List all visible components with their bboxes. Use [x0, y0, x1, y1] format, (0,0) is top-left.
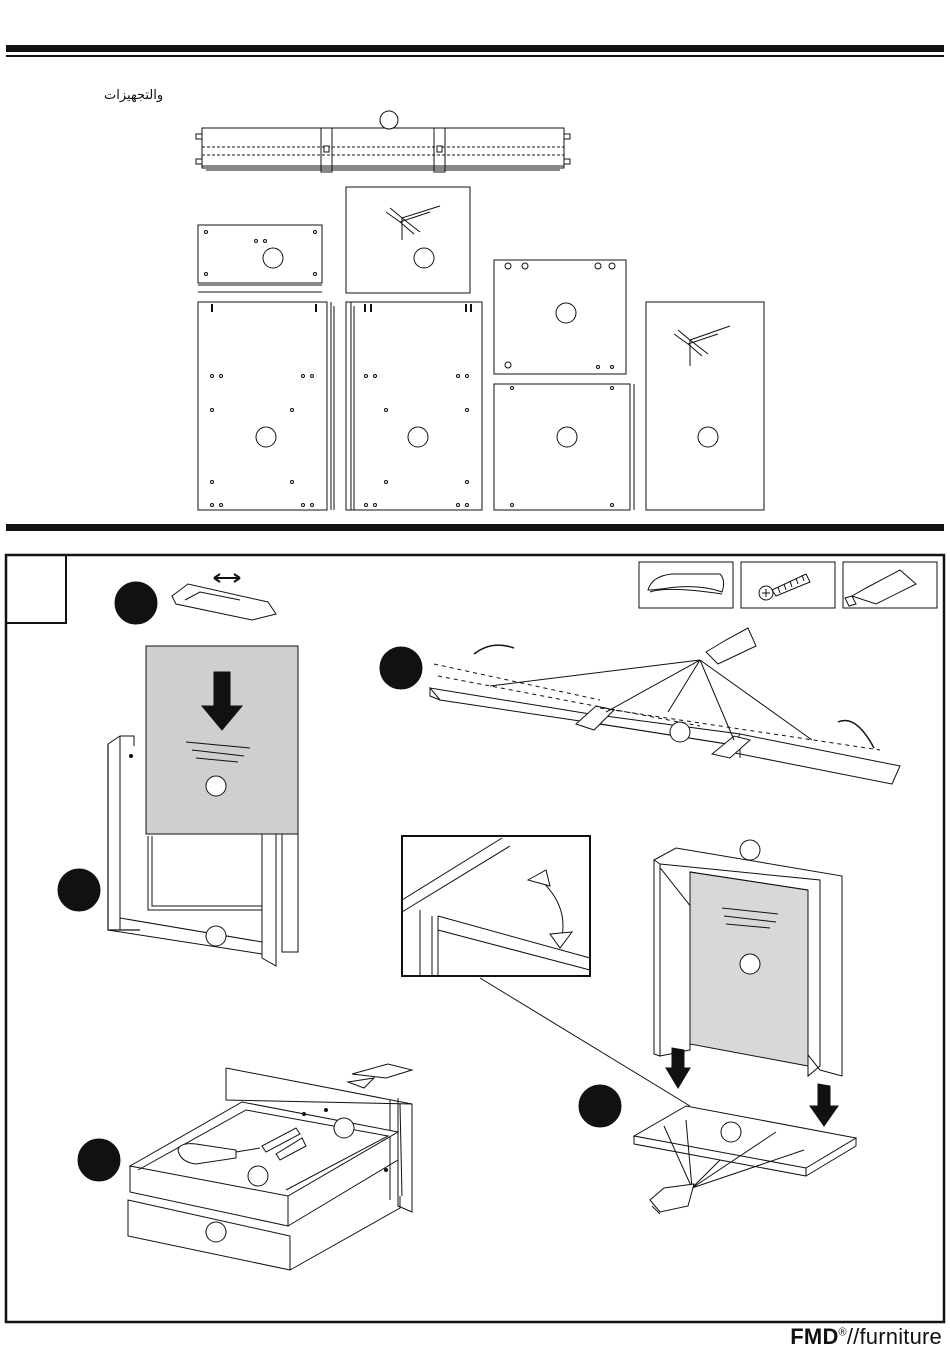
glue-tube-icon — [843, 562, 937, 608]
step-number-box — [6, 555, 66, 623]
part-bag-panel-1 — [346, 187, 470, 293]
section-rule-thick — [6, 524, 944, 531]
corner-detail-callout — [402, 836, 690, 1106]
part-side-mid — [346, 302, 482, 510]
part-bag-panel-2 — [646, 302, 764, 510]
part-small-panel — [198, 225, 322, 292]
parts-overview — [0, 0, 950, 520]
part-shelf-square — [494, 260, 626, 374]
assembly-step-panel — [0, 540, 950, 1340]
substep-slide-back-panel — [58, 574, 298, 966]
part-rail-long — [196, 111, 570, 172]
part-shelf-bottom — [494, 384, 634, 510]
brand-logo: FMD®//furniture — [790, 1324, 942, 1350]
substep-glue-rail — [380, 628, 900, 784]
substep-drawer-screws — [78, 1064, 412, 1270]
substep-cabinet-on-base — [579, 840, 856, 1214]
part-side-left — [198, 302, 334, 510]
screw-icon — [741, 562, 835, 608]
dowel-icon — [639, 562, 733, 608]
